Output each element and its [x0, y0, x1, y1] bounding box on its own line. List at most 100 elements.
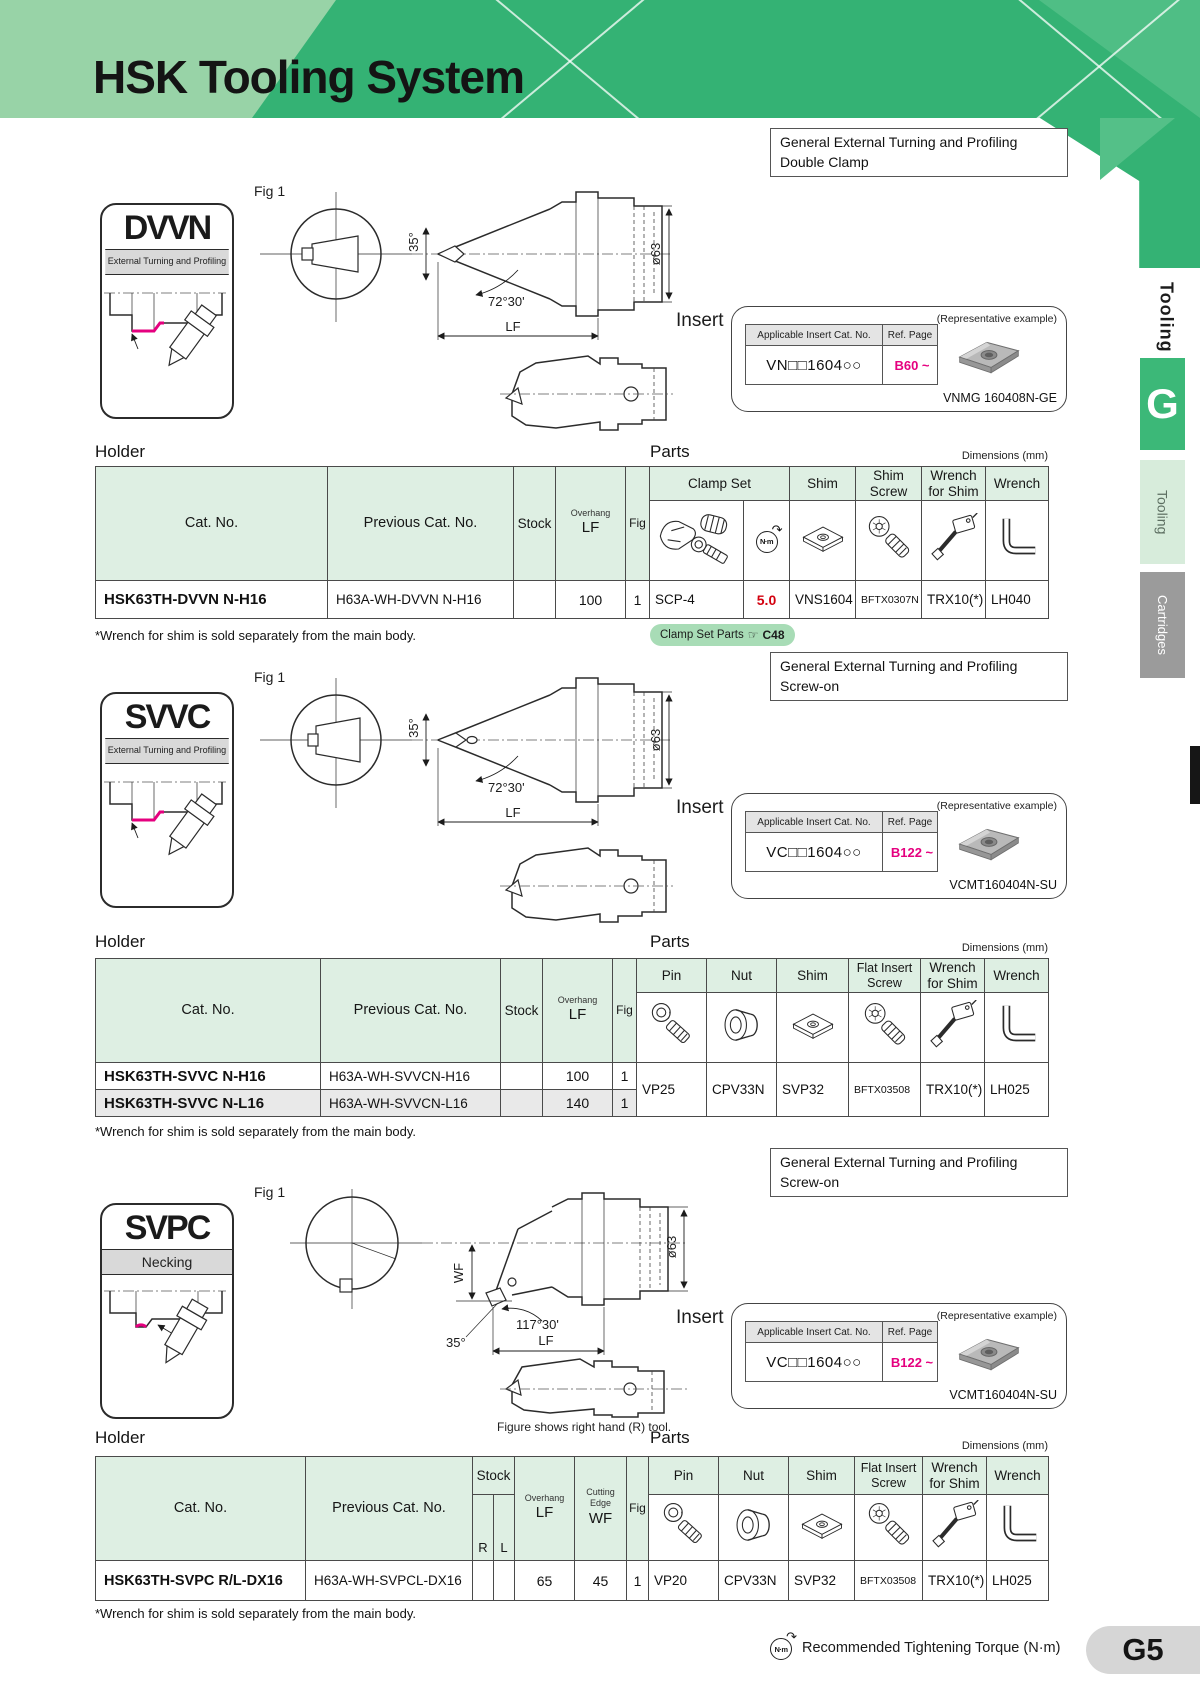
- col-overhang: Overhang: [524, 1493, 565, 1504]
- col-nut: Nut: [706, 958, 777, 993]
- col-nut: Nut: [718, 1456, 790, 1495]
- insert-col-cat: Applicable Insert Cat. No.: [745, 1321, 883, 1343]
- cell-pin: VP25: [636, 1062, 707, 1117]
- shim-icon: [797, 1498, 847, 1552]
- dimensions-note: Dimensions (mm): [961, 942, 1048, 954]
- col-stock-l: L: [492, 1494, 516, 1561]
- col-pin: Pin: [648, 1456, 720, 1495]
- cell-prev-cat-no: H63A-WH-SVPCL-DX16: [305, 1560, 473, 1601]
- col-prev-cat-no: Previous Cat. No.: [327, 466, 514, 581]
- badge-code: SVVC: [124, 698, 212, 736]
- cell-cat-no: HSK63TH-DVVN N-H16: [95, 580, 328, 619]
- col-lf: LF: [581, 518, 600, 536]
- svpc-figure-caption: Figure shows right hand (R) tool.: [497, 1420, 672, 1434]
- col-pin: Pin: [636, 958, 707, 993]
- category-line2: Screw-on: [780, 1173, 840, 1190]
- col-cat-no: Cat. No.: [95, 466, 328, 581]
- insert-ref-page: B122 ~: [882, 1342, 938, 1382]
- category-line1: General External Turning and Profiling: [780, 658, 1018, 674]
- svg-text:72°30': 72°30': [488, 294, 525, 309]
- dvvn-parts-label: Parts: [650, 442, 690, 461]
- col-shim-screw: Shim Screw: [855, 466, 922, 501]
- cell-wrench: LH025: [984, 1062, 1049, 1117]
- svpc-table: Cat. No. Previous Cat. No. Stock Overhan…: [95, 1456, 1050, 1601]
- cell-prev-cat-no: H63A-WH-DVVN N-H16: [327, 580, 514, 619]
- col-overhang: Overhang: [557, 995, 598, 1006]
- dvvn-figure: Fig 1 35° 72°30' ø63 LF: [254, 183, 673, 431]
- torque-icon: ↷N·m: [768, 1630, 797, 1660]
- badge-application-art: [102, 764, 232, 902]
- col-wrench: Wrench: [984, 958, 1049, 993]
- cell-lf: 65: [514, 1560, 576, 1601]
- dvvn-badge: DVVN External Turning and Profiling: [100, 203, 234, 419]
- col-prev-cat-no: Previous Cat. No.: [320, 958, 501, 1063]
- svg-text:35°: 35°: [406, 232, 421, 252]
- category-line1: General External Turning and Profiling: [780, 134, 1018, 150]
- page-title: HSK Tooling System: [93, 51, 525, 103]
- insert-cat-no: VC□□1604○○: [745, 1342, 883, 1382]
- svvc-category-box: General External Turning and Profiling S…: [770, 652, 1068, 702]
- col-stock: Stock: [471, 1456, 516, 1495]
- insert-col-cat: Applicable Insert Cat. No.: [745, 811, 883, 833]
- col-flat-insert-screw: Flat Insert Screw: [848, 958, 921, 993]
- pointer-icon: ☞: [747, 628, 759, 642]
- dvvn-holder-label: Holder: [95, 442, 146, 461]
- badge-subtitle: External Turning and Profiling: [105, 738, 229, 764]
- cell-shim-screw: BFTX0307N: [855, 580, 922, 619]
- cell-cat-no: HSK63TH-SVVC N-L16: [95, 1089, 321, 1117]
- svg-text:ø63: ø63: [648, 243, 663, 265]
- wrench-for-shim-icon: [929, 511, 979, 565]
- representative-example-label: (Representative example): [936, 313, 1057, 325]
- cell-wrench-for-shim: TRX10(*): [922, 1560, 988, 1601]
- col-prev-cat-no: Previous Cat. No.: [305, 1456, 473, 1561]
- sidebar-label-tooling: Tooling: [1156, 281, 1177, 353]
- col-stock: Stock: [500, 958, 543, 1063]
- badge-subtitle: Necking: [102, 1249, 232, 1275]
- svg-text:35°: 35°: [406, 718, 421, 738]
- svpc-parts-label: Parts: [650, 1428, 690, 1447]
- cell-wrench-for-shim: TRX10(*): [920, 1062, 985, 1117]
- insert-ref-table: Applicable Insert Cat. No. Ref. Page VN□…: [745, 324, 938, 385]
- svg-text:35°: 35°: [446, 1335, 466, 1350]
- insert-cat-no: VC□□1604○○: [745, 832, 883, 872]
- svg-text:ø63: ø63: [664, 1236, 679, 1258]
- clamp-set-parts-ref: Clamp Set Parts ☞ C48: [650, 624, 795, 646]
- cell-fig: 1: [612, 1089, 637, 1117]
- cell-stock-l: [492, 1560, 516, 1601]
- dvvn-table: Cat. No. Previous Cat. No. Stock Overhan…: [95, 466, 1049, 619]
- cell-fig: 1: [625, 580, 650, 619]
- col-stock: Stock: [513, 466, 556, 581]
- svg-text:LF: LF: [505, 319, 520, 334]
- cell-wrench-for-shim: TRX10(*): [921, 580, 986, 619]
- badge-code: SVPC: [124, 1209, 212, 1247]
- dvvn-category-box: General External Turning and Profiling D…: [770, 128, 1068, 178]
- nut-icon: [717, 998, 767, 1052]
- category-line1: General External Turning and Profiling: [780, 1154, 1018, 1170]
- badge-subtitle: External Turning and Profiling: [105, 249, 229, 275]
- svg-text:Fig 1: Fig 1: [254, 669, 285, 685]
- col-fig: Fig: [626, 1456, 650, 1561]
- svvc-footnote: *Wrench for shim is sold separately from…: [95, 1124, 417, 1139]
- col-wf: WF: [588, 1509, 613, 1527]
- cell-cat-no: HSK63TH-SVPC R/L-DX16: [95, 1560, 306, 1601]
- col-flat-insert-screw: Flat Insert Screw: [854, 1456, 924, 1495]
- cell-lf: 100: [542, 1062, 613, 1090]
- cell-shim: VNS1604: [789, 580, 856, 619]
- sidebar-tab-cartridges: Cartridges: [1155, 595, 1170, 655]
- cell-fig: 1: [612, 1062, 637, 1090]
- svg-text:Fig 1: Fig 1: [254, 1184, 285, 1200]
- svg-text:WF: WF: [451, 1263, 466, 1283]
- insert-image: [954, 334, 1024, 378]
- pill-ref: C48: [762, 628, 785, 642]
- header-band: HSK Tooling System: [0, 0, 1200, 118]
- insert-example-name: VNMG 160408N-GE: [943, 391, 1057, 405]
- svvc-insert-panel: (Representative example) Applicable Inse…: [731, 793, 1067, 899]
- torque-legend-text: Recommended Tightening Torque (N·m): [802, 1640, 1061, 1656]
- flat-insert-screw-icon: [860, 998, 910, 1052]
- col-shim: Shim: [789, 466, 856, 501]
- cell-flat-insert-screw: BFTX03508: [854, 1560, 924, 1601]
- cell-shim: SVP32: [776, 1062, 849, 1117]
- torque-icon: ↷N·m: [754, 523, 783, 553]
- insert-example-name: VCMT160404N-SU: [949, 878, 1057, 892]
